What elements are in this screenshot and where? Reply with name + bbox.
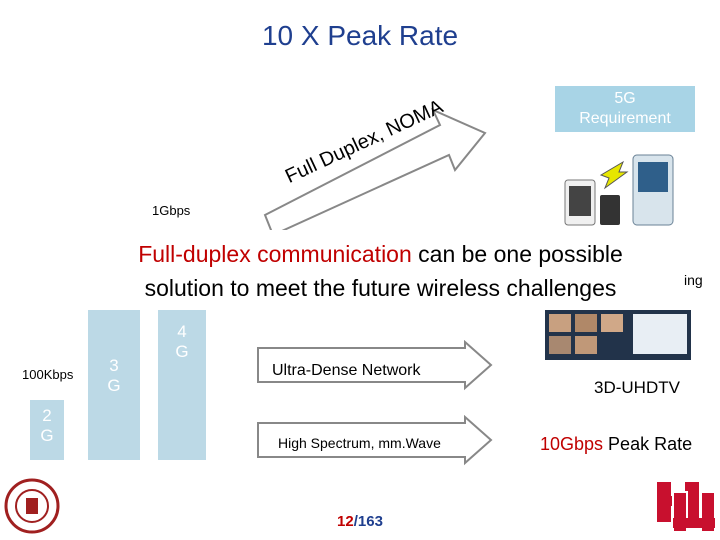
requirement-box: 5G Requirement — [555, 86, 695, 132]
peak-rate-value: 10Gbps — [540, 434, 604, 454]
gen-2g-bar: 2 G — [30, 400, 64, 460]
right-partial-label: ing — [684, 272, 703, 288]
uhdtv-image — [545, 310, 691, 360]
rate-1gbps: 1Gbps — [152, 203, 191, 218]
requirement-line2: Requirement — [579, 110, 671, 127]
rate-100kbps: 100Kbps — [22, 367, 74, 382]
requirement-line1: 5G — [614, 90, 636, 107]
devices-image — [564, 154, 674, 226]
page-number: 12/163 — [320, 513, 400, 530]
full-duplex-banner: Full-duplex communication can be one pos… — [78, 230, 683, 310]
mmwave-label: High Spectrum, mm.Wave — [278, 435, 441, 451]
page-total: 163 — [357, 513, 383, 530]
uh-logo — [657, 482, 716, 533]
banner-rest: can be one possible — [411, 241, 623, 267]
peak-rate-label: 10Gbps Peak Rate — [540, 434, 692, 455]
page-current: 12 — [337, 513, 354, 530]
full-duplex-arrow — [263, 108, 487, 237]
university-seal-logo — [4, 478, 60, 534]
mmwave-arrow — [257, 415, 493, 466]
page-sep: / — [353, 513, 358, 530]
udn-label: Ultra-Dense Network — [272, 362, 421, 379]
uhdtv-label: 3D-UHDTV — [594, 378, 680, 397]
banner-line2: solution to meet the future wireless cha… — [144, 275, 617, 301]
peak-rate-text: Peak Rate — [603, 434, 693, 454]
udn-arrow — [257, 340, 493, 391]
banner-highlight: Full-duplex communication — [138, 241, 412, 267]
gen-3g-bar: 3 G — [88, 300, 140, 460]
slide-title: 10 X Peak Rate — [261, 20, 459, 51]
